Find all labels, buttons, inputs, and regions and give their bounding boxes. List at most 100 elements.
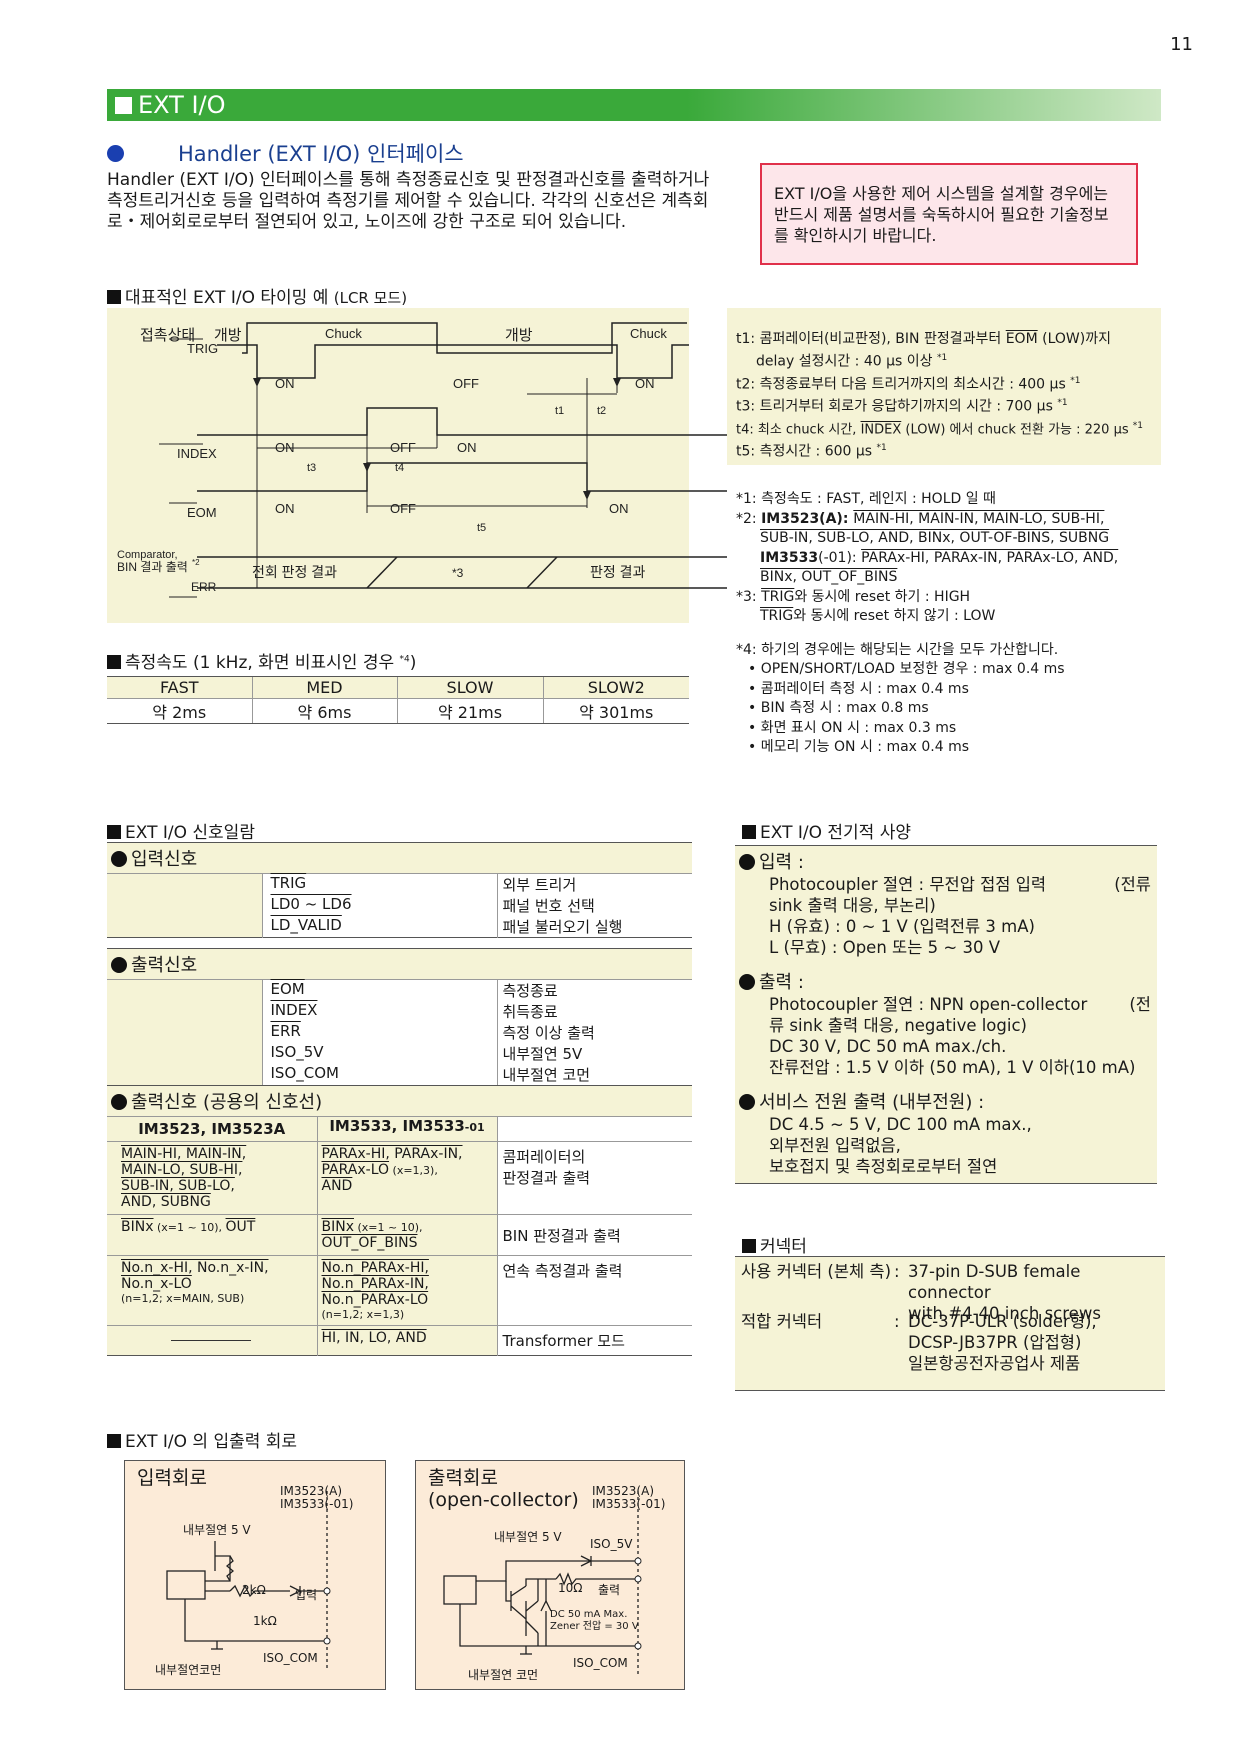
elec-line: H (유효) : 0 ~ 1 V (입력전류 3 mA) — [769, 917, 1035, 936]
signal-name: AND, SUBNG — [121, 1194, 211, 1210]
signal-note: (x=1,3), — [389, 1164, 438, 1177]
off-label: OFF — [390, 501, 416, 516]
eom-waveform — [197, 462, 727, 492]
elec-output-title: 출력 : — [739, 968, 1157, 994]
signal-list: SUB-IN, SUB-LO, AND, BINx, OUT-OF-BINS, … — [760, 530, 1110, 546]
index-waveform — [197, 407, 727, 436]
title-text: 출력 : — [759, 972, 804, 993]
model-label: IM3533(-01) — [280, 1497, 354, 1511]
electrical-panel: 입력 : Photocoupler 절연 : 무전압 접점 입력(전류 sink… — [735, 845, 1157, 1184]
dash-line — [171, 1340, 251, 1341]
resistor-2k — [225, 1555, 235, 1582]
timing-panel — [107, 308, 689, 623]
zener-note: DC 50 mA Max.Zener 전압 = 30 V — [550, 1609, 639, 1633]
open-label: 개방 — [214, 327, 242, 344]
note-bullet: • 메모리 기능 ON 시 : max 0.4 ms — [748, 739, 970, 755]
wire — [525, 1578, 556, 1586]
circuit-title: 입력회로 — [137, 1467, 207, 1489]
speed-header: FAST — [107, 676, 252, 699]
signal-name: AND — [321, 1178, 353, 1194]
iso5v-label: ISO_5V — [590, 1537, 633, 1551]
signal-desc: BIN 판정결과 출력 — [496, 1214, 692, 1256]
star3-label: *3 — [452, 566, 464, 580]
timing-diagram: 접촉상태 개방 Chuck 개방 Chuck TRIG ON OFF ON t1… — [117, 322, 727, 598]
chuck-label: Chuck — [325, 326, 362, 341]
intro-line: Handler (EXT I/O) 인터페이스를 통해 측정종료신호 및 판정결… — [107, 170, 710, 190]
speed-header: MED — [251, 676, 397, 699]
chuck-label: Chuck — [630, 326, 667, 341]
note-t1: t1: 콤퍼레이터(비교판정), BIN 판정결과부터 EOM (LOW)까지 — [736, 330, 1160, 349]
on-label: ON — [275, 440, 295, 455]
output-circuit-box: 출력회로(open-collector) IM3523(A)IM3533(-01… — [415, 1460, 685, 1690]
note-text: t1: 콤퍼레이터(비교판정), BIN 판정결과부터 — [736, 331, 1006, 347]
on-label: ON — [635, 376, 655, 391]
on-label: ON — [457, 440, 477, 455]
signal-name: ISO_COM — [261, 1064, 497, 1085]
value-line: DC-37P-ULR (solder형), — [908, 1312, 1097, 1331]
speed-header: SLOW2 — [542, 676, 689, 699]
elec-line: sink 출력 대응, 부논리) — [769, 896, 936, 915]
transistor-icon — [525, 1600, 539, 1612]
star-note-2: *2: IM3523(A): MAIN-HI, MAIN-IN, MAIN-LO… — [736, 510, 1160, 530]
connector-label: 적합 커넥터 — [741, 1312, 823, 1331]
common-row: HI, IN, LO, AND Transformer 모드 — [107, 1325, 692, 1356]
star-note-1: *1: 측정속도 : FAST, 레인지 : HOLD 일 때 — [736, 491, 996, 507]
note-text: t3: 트리거부터 회로가 응답하기까지의 시간 : 700 µs — [736, 398, 1058, 415]
notice-line: 반드시 제품 설명서를 숙독하시어 필요한 기술정보 — [774, 205, 1109, 224]
iso-com-label: ISO_COM — [263, 1651, 318, 1665]
terminal-icon — [323, 1587, 331, 1595]
output-circuit-schematic — [443, 1491, 642, 1676]
banner-title: EXT I/O — [138, 91, 226, 119]
speed-value: 약 6ms — [251, 698, 397, 724]
common-cell — [107, 1325, 317, 1356]
terminal-icon — [634, 1575, 642, 1583]
signal-list: MAIN-HI, MAIN-IN, MAIN-LO, SUB-HI, — [853, 510, 1105, 527]
speed-table: FAST MED SLOW SLOW2 약 2ms 약 6ms 약 21ms 약… — [107, 676, 689, 724]
signal-note: (x=1 ~ 10), — [153, 1221, 226, 1234]
signal-name: EOM — [261, 979, 497, 1001]
value-line: 일본항공전자공업사 제품 — [908, 1354, 1081, 1373]
connector-heading: 커넥터 — [742, 1232, 807, 1257]
square-icon — [107, 655, 121, 669]
input-title-text: 입력신호 — [131, 849, 198, 870]
eom-text: EOM — [1005, 331, 1038, 347]
signal-desc: 판정결과 출력 — [502, 1169, 591, 1187]
signal-name: No.n_PARAx-IN, — [321, 1276, 429, 1292]
speed-header-row: FAST MED SLOW SLOW2 — [107, 676, 689, 699]
title-text: 입력 : — [759, 852, 804, 873]
signal-name: LD_VALID — [261, 916, 497, 938]
timing-heading-text: 대표적인 EXT I/O 타이밍 예 — [125, 288, 329, 308]
note-t1-cont: delay 설정시간 : 40 µs 이상 *1 — [736, 349, 1160, 372]
note-bullet: • 콤퍼레이터 측정 시 : max 0.4 ms — [748, 680, 969, 697]
transistor-icon — [510, 1605, 527, 1620]
common-cell: No.n_PARAx-HI, No.n_PARAx-IN, No.n_PARAx… — [316, 1255, 497, 1326]
elec-line: Photocoupler 절연 : NPN open-collector(전 — [739, 994, 1157, 1015]
common-row: BINx (x=1 ~ 10), OUT BINx (x=1 ~ 10), OU… — [107, 1214, 692, 1256]
signal-desc: 내부절연 코먼 — [496, 1064, 692, 1085]
model-labels: IM3523(A)IM3533(-01) — [280, 1485, 353, 1511]
note-t4: t4: 최소 chuck 시간, INDEX (LOW) 에서 chuck 전환… — [736, 417, 1160, 439]
bullet-icon — [111, 851, 127, 867]
signal-desc: 콤퍼레이터의 — [502, 1148, 586, 1166]
column-header-text: IM3533, IM3533 — [329, 1117, 465, 1135]
note-bullet: • OPEN/SHORT/LOAD 보정한 경우 : max 0.4 ms — [748, 661, 1065, 677]
common-signals-table: IM3523, IM3523A IM3533, IM3533-01 MAIN-H… — [107, 1116, 692, 1356]
comp-transition-1 — [366, 556, 398, 589]
square-icon — [742, 1239, 756, 1253]
t1-label: t1 — [555, 405, 564, 417]
common-cell: BINx (x=1 ~ 10), OUT_OF_BINS — [316, 1214, 497, 1256]
off-label: OFF — [453, 376, 479, 391]
signals-heading-text: EXT I/O 신호일람 — [125, 823, 255, 843]
note-text: *3: — [736, 588, 762, 605]
footnote-ref: *1 — [1132, 420, 1143, 431]
note-line: Zener 전압 = 30 V — [550, 1621, 639, 1632]
note-bullet: • BIN 측정 시 : max 0.8 ms — [748, 700, 929, 716]
transistor-icon — [525, 1620, 539, 1634]
connector-heading-text: 커넥터 — [760, 1237, 807, 1257]
index-label: INDEX — [177, 446, 217, 461]
intro-line: 측정트리거신호 등을 입력하여 측정기를 제어할 수 있습니다. 각각의 신호선… — [107, 191, 709, 211]
speed-heading-end: ) — [409, 653, 417, 673]
